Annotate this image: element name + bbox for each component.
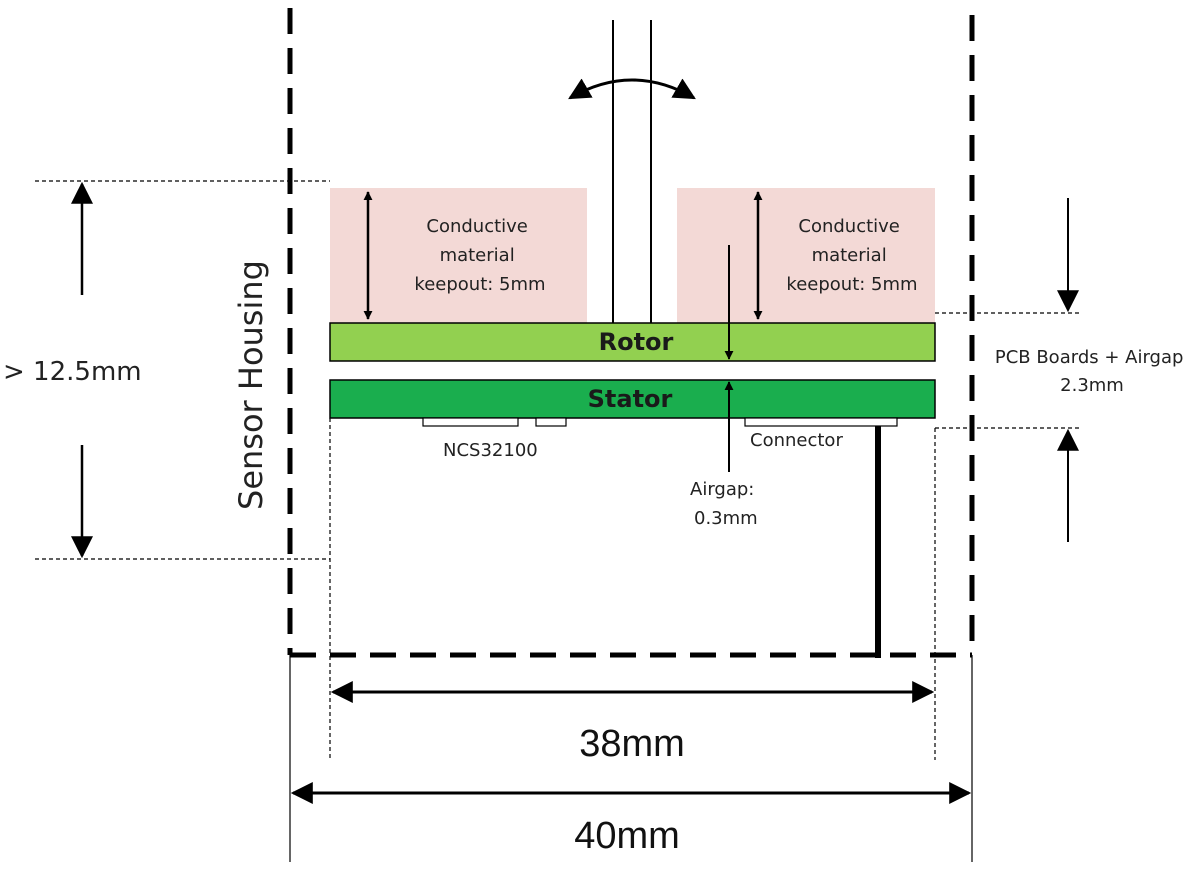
chip-label: NCS32100 <box>443 440 538 461</box>
pcb-airgap-label: PCB Boards + Airgap 2.3mm <box>995 347 1189 396</box>
rotor-label: Rotor <box>599 328 674 356</box>
stator-label: Stator <box>588 385 673 413</box>
inner-width-label: 38mm <box>579 723 685 765</box>
rotation-arrow-icon <box>568 78 696 100</box>
keepout-label-left: Conductive material keepout: 5mm <box>414 216 545 295</box>
keepout-region-right <box>677 188 935 323</box>
keepout-region-left <box>330 188 587 323</box>
airgap-label: Airgap: 0.3mm <box>690 479 760 529</box>
chip-component <box>422 417 519 427</box>
keepout-label-right: Conductive material keepout: 5mm <box>786 216 917 295</box>
sensor-housing-label: Sensor Housing <box>232 260 270 510</box>
rotor-board <box>329 322 936 362</box>
small-component <box>535 417 567 427</box>
outer-width-label: 40mm <box>574 815 680 857</box>
connector-component <box>744 417 898 427</box>
connector-label: Connector <box>750 430 843 451</box>
stator-board <box>329 379 936 419</box>
height-label: > 12.5mm <box>3 357 142 387</box>
